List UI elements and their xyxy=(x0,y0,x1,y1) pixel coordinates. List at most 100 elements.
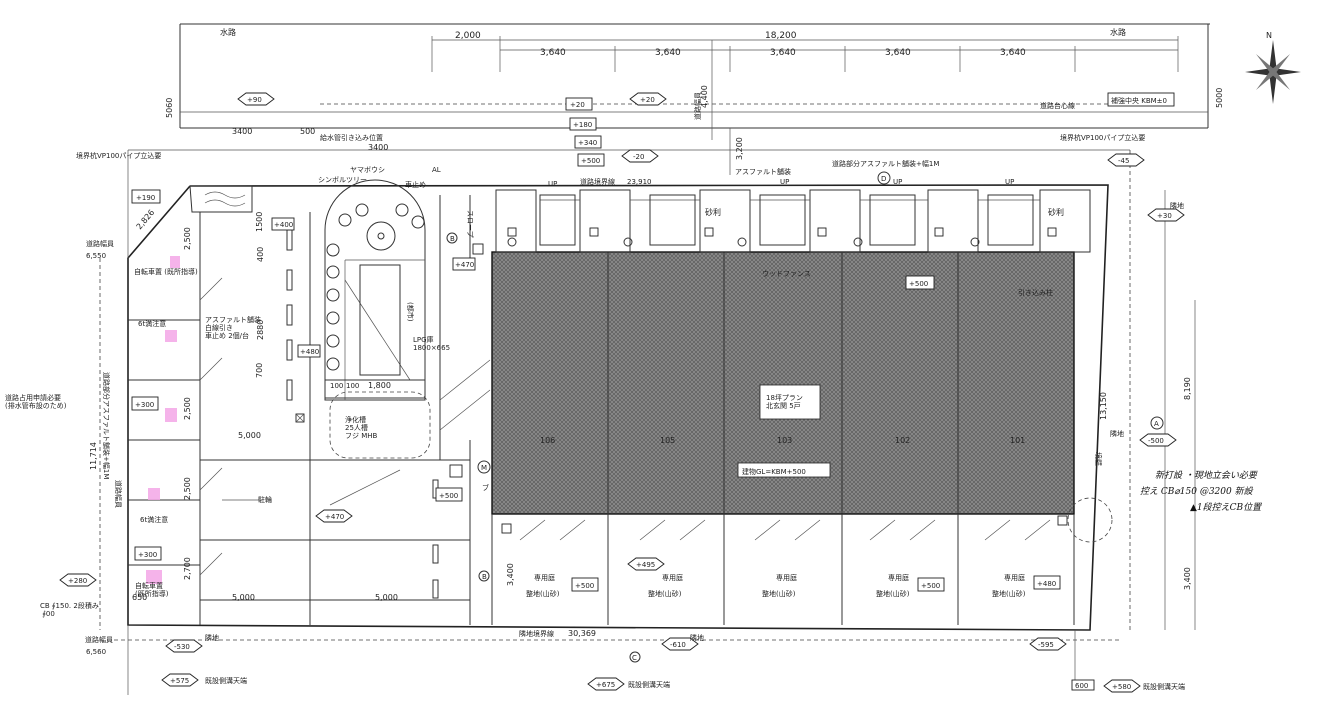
building-gl-label: 建物GL=KBM+500 xyxy=(742,467,806,476)
level-marker: +30 xyxy=(1147,208,1185,222)
pull-in-pole-label: 引き込み柱 xyxy=(1018,288,1053,297)
svg-text:+20: +20 xyxy=(640,96,655,104)
boundary-bottom-label: 隣地境界線 xyxy=(519,629,554,638)
unit-yard: 専用庭 xyxy=(1004,573,1025,582)
svg-text:+300: +300 xyxy=(135,401,154,409)
unit-number: 106 xyxy=(540,436,555,445)
plan-title-label: 18坪プラン北玄関 5戸 xyxy=(766,394,803,410)
dim-3400-b: 3400 xyxy=(368,143,388,152)
svg-text:+180: +180 xyxy=(573,121,592,129)
svg-text:+500: +500 xyxy=(909,280,928,288)
dim-650: 650 xyxy=(132,593,147,602)
svg-text:+500: +500 xyxy=(581,157,600,165)
dim-road-top: 23,910 xyxy=(627,178,652,186)
up-label-4: UP xyxy=(1005,178,1014,186)
dim-road-6550: 6,550 xyxy=(86,252,106,260)
svg-text:+580: +580 xyxy=(1112,683,1131,691)
unit-yard: 専用庭 xyxy=(776,573,797,582)
svg-text:+500: +500 xyxy=(439,492,458,500)
dim-bottom-30369: 30,369 xyxy=(568,629,596,638)
unit-105: 105 専用庭 整地(山砂) xyxy=(648,436,683,598)
bike-shed-label-2: 自転車置(既所指導) xyxy=(135,581,169,598)
dim-3400-a: 3400 xyxy=(232,127,252,136)
dim-top-3640-d: 3,640 xyxy=(885,48,911,58)
level-marker: +575 xyxy=(161,673,199,687)
svg-text:+300: +300 xyxy=(138,551,157,559)
dim-top-3640-b: 3,640 xyxy=(655,48,681,58)
north-label: N xyxy=(1266,31,1272,40)
level-marker: +470 xyxy=(315,509,353,523)
dim-5000-b: 5,000 xyxy=(232,593,255,602)
level-marker: +480 xyxy=(297,344,321,358)
level-marker: -500 xyxy=(1139,433,1177,447)
dim-3400-bottom-left: 3,400 xyxy=(506,563,515,586)
asphalt-strip-top-label: 道路部分アスファルト舗装+幅1M xyxy=(832,159,939,168)
hand-note-3: ▲1段控えCB位置 xyxy=(1190,502,1262,513)
wood-fence-label: ウッドファンス xyxy=(762,270,811,278)
boundary-pile-left-note: 境界杭VP100パイプ立込要 xyxy=(76,151,161,160)
level-marker: +500 xyxy=(917,577,945,592)
dim-500: 500 xyxy=(300,127,315,136)
gas-box-label: (都市) xyxy=(406,302,415,322)
road-width-mid: 道路幅員 xyxy=(114,480,123,508)
level-marker: -530 xyxy=(165,639,203,653)
svg-text:+280: +280 xyxy=(68,577,87,585)
svg-text:-530: -530 xyxy=(174,643,190,651)
level-marker: +20 xyxy=(629,92,667,106)
symbol-tree-label: シンボルツリー xyxy=(318,176,367,184)
dim-left-5060: 5060 xyxy=(165,98,174,118)
highlight-marks xyxy=(146,256,180,584)
svg-text:+190: +190 xyxy=(136,194,155,202)
level-marker: +480 xyxy=(1033,575,1061,590)
level-marker: -20 xyxy=(621,149,659,163)
svg-text:+480: +480 xyxy=(1037,580,1056,588)
svg-text:-610: -610 xyxy=(670,641,686,649)
level-marker: +190 xyxy=(131,189,161,204)
level-marker: +300 xyxy=(131,396,159,411)
level-marker: +500 xyxy=(435,487,463,502)
svg-text:+675: +675 xyxy=(596,681,615,689)
dim-700: 700 xyxy=(255,363,264,378)
b-circle-label: B xyxy=(450,235,455,243)
unit-106: 106 専用庭 整地(山砂) xyxy=(526,436,560,598)
entry-modules xyxy=(495,189,1091,253)
level-markers: +90 +20 +20 +180 +340 +500 -20 -45 +190 … xyxy=(59,92,1185,693)
dim-2700: 2,700 xyxy=(183,557,192,580)
septic-tank xyxy=(329,391,431,459)
right-dimensions xyxy=(1164,190,1196,630)
hand-note-1: 新打設 ・現地立会い必要 xyxy=(1155,470,1259,481)
dim-mid-3200: 3,200 xyxy=(735,137,744,160)
neighbor-land-b: 隣地 xyxy=(690,633,704,642)
svg-text:-20: -20 xyxy=(633,153,644,161)
level-marker: +20 xyxy=(565,97,593,111)
svg-text:+400: +400 xyxy=(274,221,293,229)
al-label: AL xyxy=(432,166,441,174)
road-width-left-2: 道路幅員 xyxy=(85,635,113,644)
road-width-left: 道路幅員 xyxy=(86,239,114,248)
level-marker: +675 xyxy=(587,677,625,691)
guest-parking-label: 駐輪 xyxy=(258,495,272,504)
unit-103: 103 専用庭 整地(山砂) xyxy=(762,436,797,598)
cb-label: CB ∮150. 2段積み ∮00 xyxy=(40,601,99,618)
bike-shed-label: 自転車置 (既所指導) xyxy=(134,267,198,276)
dim-2880: 2880 xyxy=(256,320,265,340)
unit-yard: 専用庭 xyxy=(888,573,909,582)
car-6t-label-b: 6t満注意 xyxy=(140,515,168,524)
unit-soil: 整地(山砂) xyxy=(876,589,910,598)
level-marker: +495 xyxy=(627,557,665,571)
svg-text:+340: +340 xyxy=(578,139,597,147)
dim-5000-a: 5,000 xyxy=(238,431,261,440)
svg-text:+480: +480 xyxy=(300,348,319,356)
dim-2500-b: 2,500 xyxy=(183,397,192,420)
c-circle-label: C xyxy=(632,654,637,662)
level-marker: -45 xyxy=(1107,153,1145,167)
unit-number: 101 xyxy=(1010,436,1025,445)
svg-text:-500: -500 xyxy=(1148,437,1164,445)
kabe-label: 境壁 xyxy=(1094,452,1103,466)
up-label-1: UP xyxy=(548,180,557,188)
bottom-marks xyxy=(127,171,1164,695)
boundary-pile-right-note: 境界杭VP100パイプ立込要 xyxy=(1060,133,1145,142)
svg-text:+500: +500 xyxy=(575,582,594,590)
